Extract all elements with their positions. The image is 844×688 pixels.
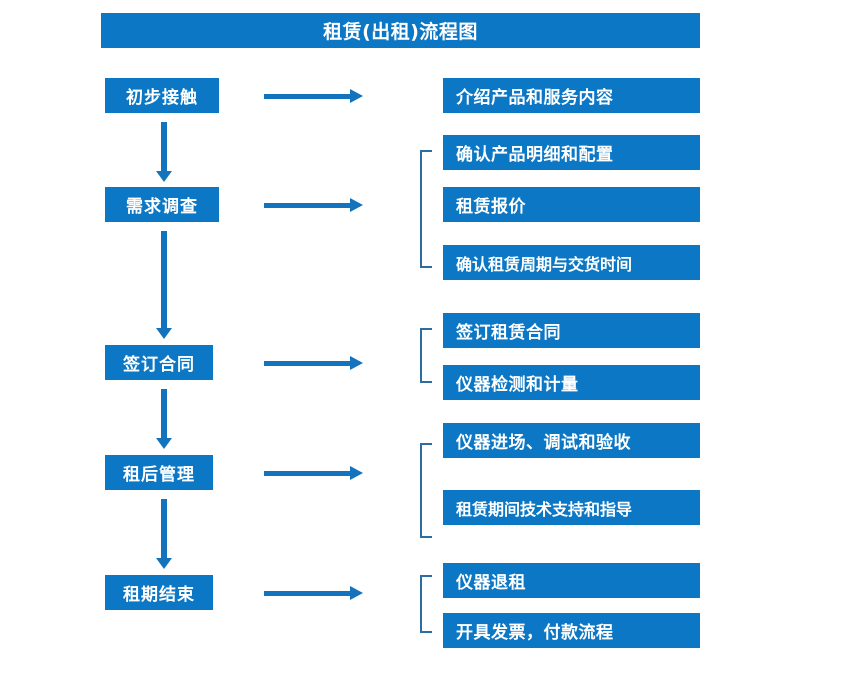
detail-arrow-right-3: [264, 356, 363, 370]
bracket-group-demand-survey: [420, 150, 432, 268]
detail-arrow-right-4: [264, 466, 363, 480]
detail-box-confirm-product-details[interactable]: 确认产品明细和配置: [443, 135, 700, 170]
bracket-group-sign-contract: [420, 328, 432, 383]
stage-box-initial-contact[interactable]: 初步接触: [105, 78, 219, 113]
detail-arrow-right-2: [264, 198, 363, 212]
flow-arrow-down-1: [156, 122, 172, 182]
stage-box-lease-end[interactable]: 租期结束: [105, 575, 213, 610]
detail-box-instrument-return[interactable]: 仪器退租: [443, 563, 700, 598]
detail-box-sign-lease-contract[interactable]: 签订租赁合同: [443, 313, 700, 348]
flow-arrow-down-2: [156, 231, 172, 339]
detail-box-instrument-entry-commissioning[interactable]: 仪器进场、调试和验收: [443, 423, 700, 458]
bracket-group-lease-end: [420, 575, 432, 633]
detail-box-instrument-testing[interactable]: 仪器检测和计量: [443, 365, 700, 400]
detail-box-introduce-products[interactable]: 介绍产品和服务内容: [443, 78, 700, 113]
diagram-title: 租赁(出租)流程图: [101, 13, 700, 48]
bracket-group-post-lease: [420, 443, 432, 538]
detail-box-lease-quotation[interactable]: 租赁报价: [443, 187, 700, 222]
stage-box-demand-survey[interactable]: 需求调查: [105, 187, 219, 222]
stage-box-post-lease-management[interactable]: 租后管理: [105, 455, 213, 490]
flow-arrow-down-3: [156, 389, 172, 449]
stage-box-sign-contract[interactable]: 签订合同: [105, 345, 213, 380]
flow-arrow-down-4: [156, 499, 172, 569]
detail-box-invoice-payment[interactable]: 开具发票，付款流程: [443, 613, 700, 648]
detail-box-technical-support[interactable]: 租赁期间技术支持和指导: [443, 490, 700, 525]
detail-arrow-right-1: [264, 89, 363, 103]
detail-box-confirm-lease-period[interactable]: 确认租赁周期与交货时间: [443, 245, 700, 280]
detail-arrow-right-5: [264, 586, 363, 600]
